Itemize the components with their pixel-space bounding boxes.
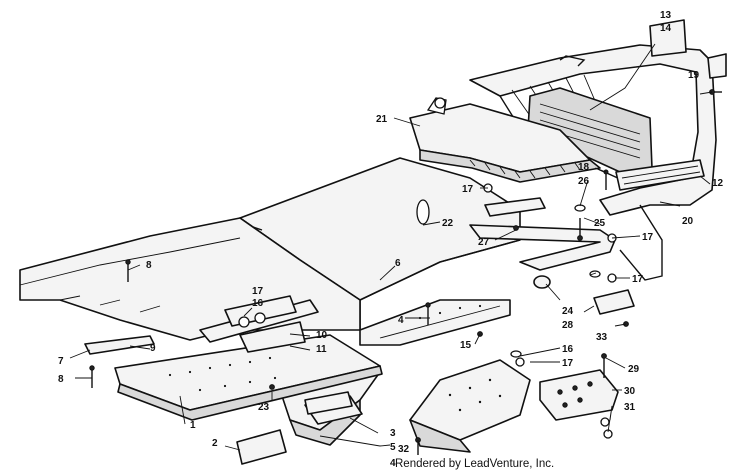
callout-11: 11	[316, 344, 327, 355]
step-bracket	[539, 369, 619, 421]
rear-deflector-panel	[409, 97, 601, 183]
nut-icon	[515, 357, 525, 367]
bolt-icon	[577, 218, 583, 241]
callout-16-lower: 16	[562, 344, 574, 355]
callout-9: 9	[150, 343, 156, 354]
callout-19: 19	[688, 70, 700, 81]
callout-16-upper: 16	[252, 298, 264, 309]
hardware	[89, 89, 722, 455]
callout-21: 21	[376, 114, 388, 125]
bolt-icon	[125, 259, 131, 282]
rendered-by-credit: Rendered by LeadVenture, Inc.	[395, 458, 555, 470]
bolt-icon	[603, 169, 609, 190]
callout-20: 20	[682, 216, 694, 227]
callout-32: 32	[398, 444, 410, 455]
bolt-icon	[89, 365, 95, 388]
callout-23: 23	[258, 402, 270, 413]
rivet-icon	[416, 199, 430, 225]
callout-6: 6	[395, 258, 401, 269]
nut-icon	[600, 417, 610, 427]
hinge-rails	[84, 295, 319, 355]
callout-4-upper: 4	[398, 315, 404, 326]
center-mount-bracket	[409, 359, 531, 453]
callout-33: 33	[596, 332, 608, 343]
callout-5: 5	[390, 442, 396, 453]
callout-3: 3	[390, 428, 396, 439]
callout-4-lower: 4	[390, 458, 396, 469]
callout-12: 12	[712, 178, 724, 189]
callout-27: 27	[478, 237, 490, 248]
callout-30: 30	[624, 386, 636, 397]
bolt-icon	[601, 353, 607, 378]
callout-26: 26	[578, 176, 590, 187]
callout-13: 13	[660, 10, 672, 21]
callout-8-lower: 8	[58, 374, 64, 385]
callout-17-left: 17	[252, 286, 264, 297]
leader-lines	[69, 43, 713, 452]
callout-24: 24	[562, 306, 574, 317]
rivet-icon	[269, 384, 275, 390]
callout-7: 7	[58, 356, 64, 367]
callout-1: 1	[190, 420, 196, 431]
nut-icon	[607, 273, 617, 283]
callout-labels: 1 2 3 4 4 5 6 7 8 8 9 10 11 12 13 14 15 …	[58, 10, 724, 469]
callout-22: 22	[442, 218, 454, 229]
callout-18: 18	[578, 162, 590, 173]
rivet-icon	[513, 225, 519, 231]
bolt-icon	[425, 302, 431, 325]
callout-8-upper: 8	[146, 260, 152, 271]
callout-15: 15	[460, 340, 472, 351]
callout-31: 31	[624, 402, 636, 413]
right-floor-panel	[359, 299, 511, 346]
callout-28: 28	[562, 320, 574, 331]
reflector-plates	[236, 19, 727, 465]
callout-2: 2	[212, 438, 218, 449]
callout-17-center: 17	[462, 184, 474, 195]
callout-17-floor: 17	[562, 358, 574, 369]
callout-10: 10	[316, 330, 328, 341]
washer-icon	[510, 350, 522, 358]
callout-14: 14	[660, 23, 672, 34]
callout-17-tube: 17	[632, 274, 644, 285]
rear-bumper-assembly	[469, 44, 717, 281]
callout-25: 25	[594, 218, 606, 229]
callout-29: 29	[628, 364, 640, 375]
washer-icon	[589, 270, 601, 278]
callout-17-right: 17	[642, 232, 654, 243]
